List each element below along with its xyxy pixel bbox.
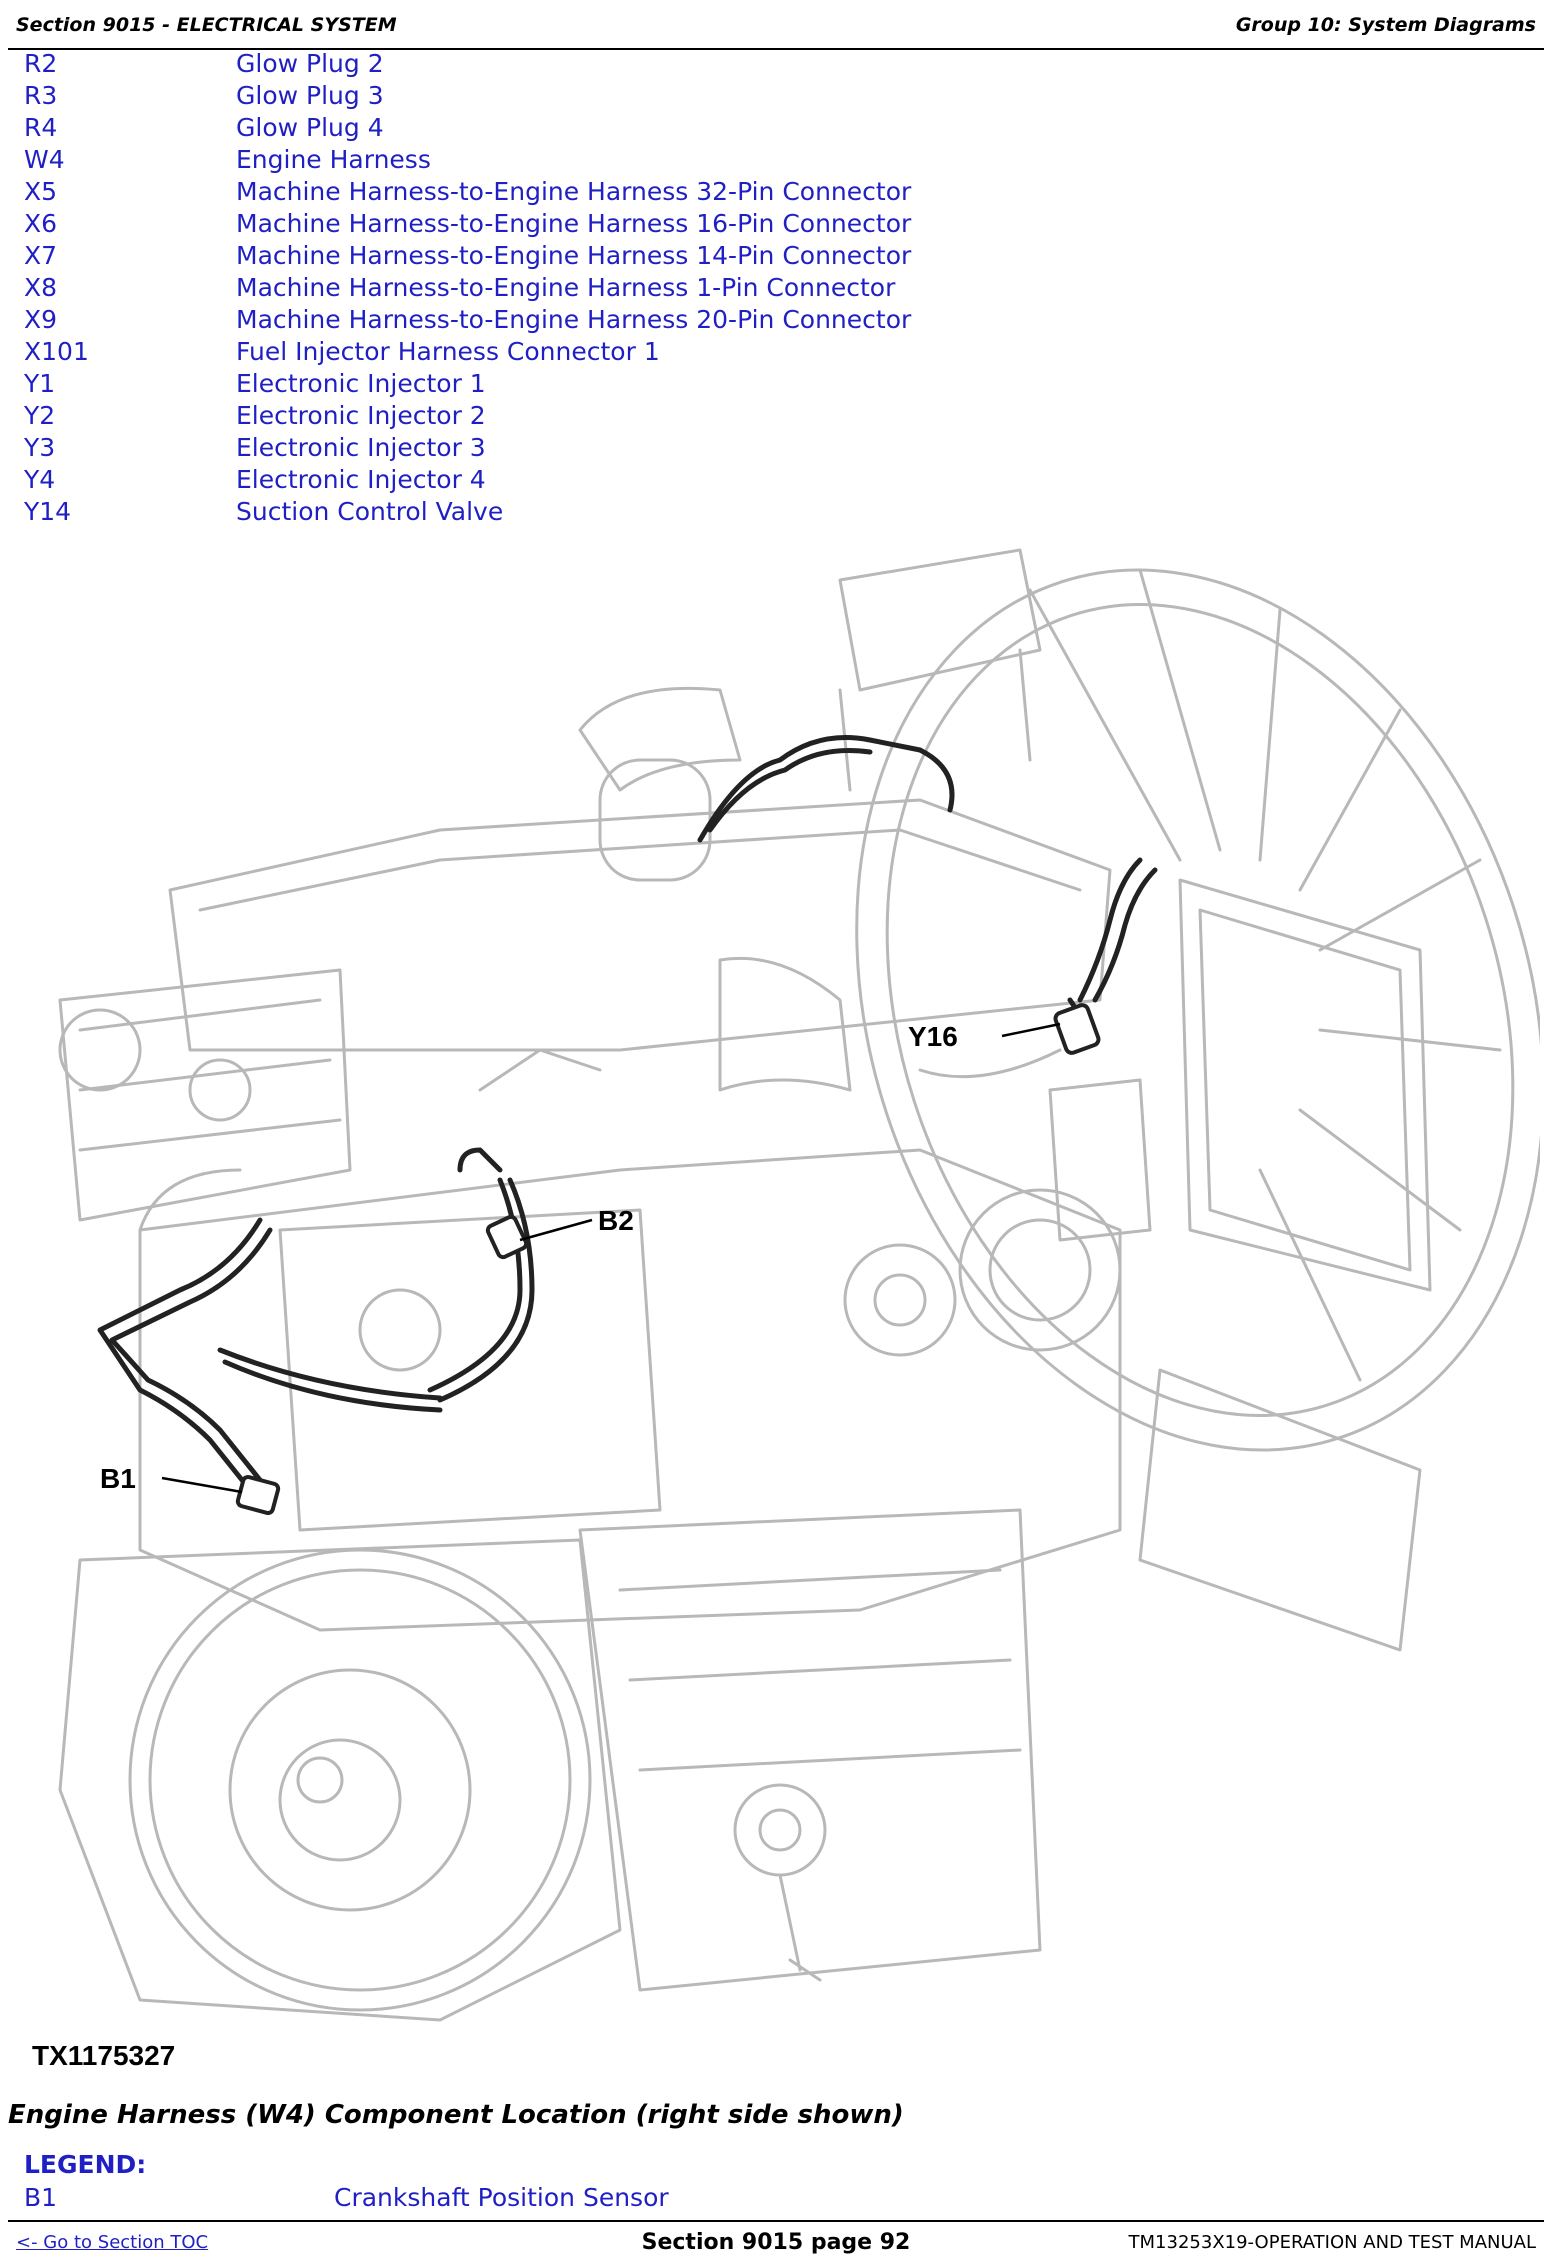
page-footer: <- Go to Section TOC Section 9015 page 9… [8, 2220, 1544, 2258]
page-header: Section 9015 - ELECTRICAL SYSTEM Group 1… [8, 8, 1544, 50]
page-number: Section 9015 page 92 [641, 2230, 911, 2255]
manual-title: TM13253X19-OPERATION AND TEST MANUAL [1128, 2232, 1536, 2253]
section-title: Section 9015 - ELECTRICAL SYSTEM [16, 14, 397, 36]
engine-line-drawing: Y16 B2 B1 [58, 548, 1540, 2022]
figure-caption: Engine Harness (W4) Component Location (… [8, 2100, 904, 2130]
legend-title: LEGEND: [24, 2150, 147, 2179]
engine-illustration: Y16 B2 B1 [20, 530, 1540, 2040]
callout-b2: B2 [598, 1205, 634, 1236]
figure-id: TX1175327 [32, 2040, 176, 2071]
callout-y16: Y16 [908, 1021, 958, 1052]
callout-b1: B1 [100, 1463, 136, 1494]
toc-link[interactable]: <- Go to Section TOC [16, 2232, 209, 2253]
group-title: Group 10: System Diagrams [1235, 14, 1536, 36]
